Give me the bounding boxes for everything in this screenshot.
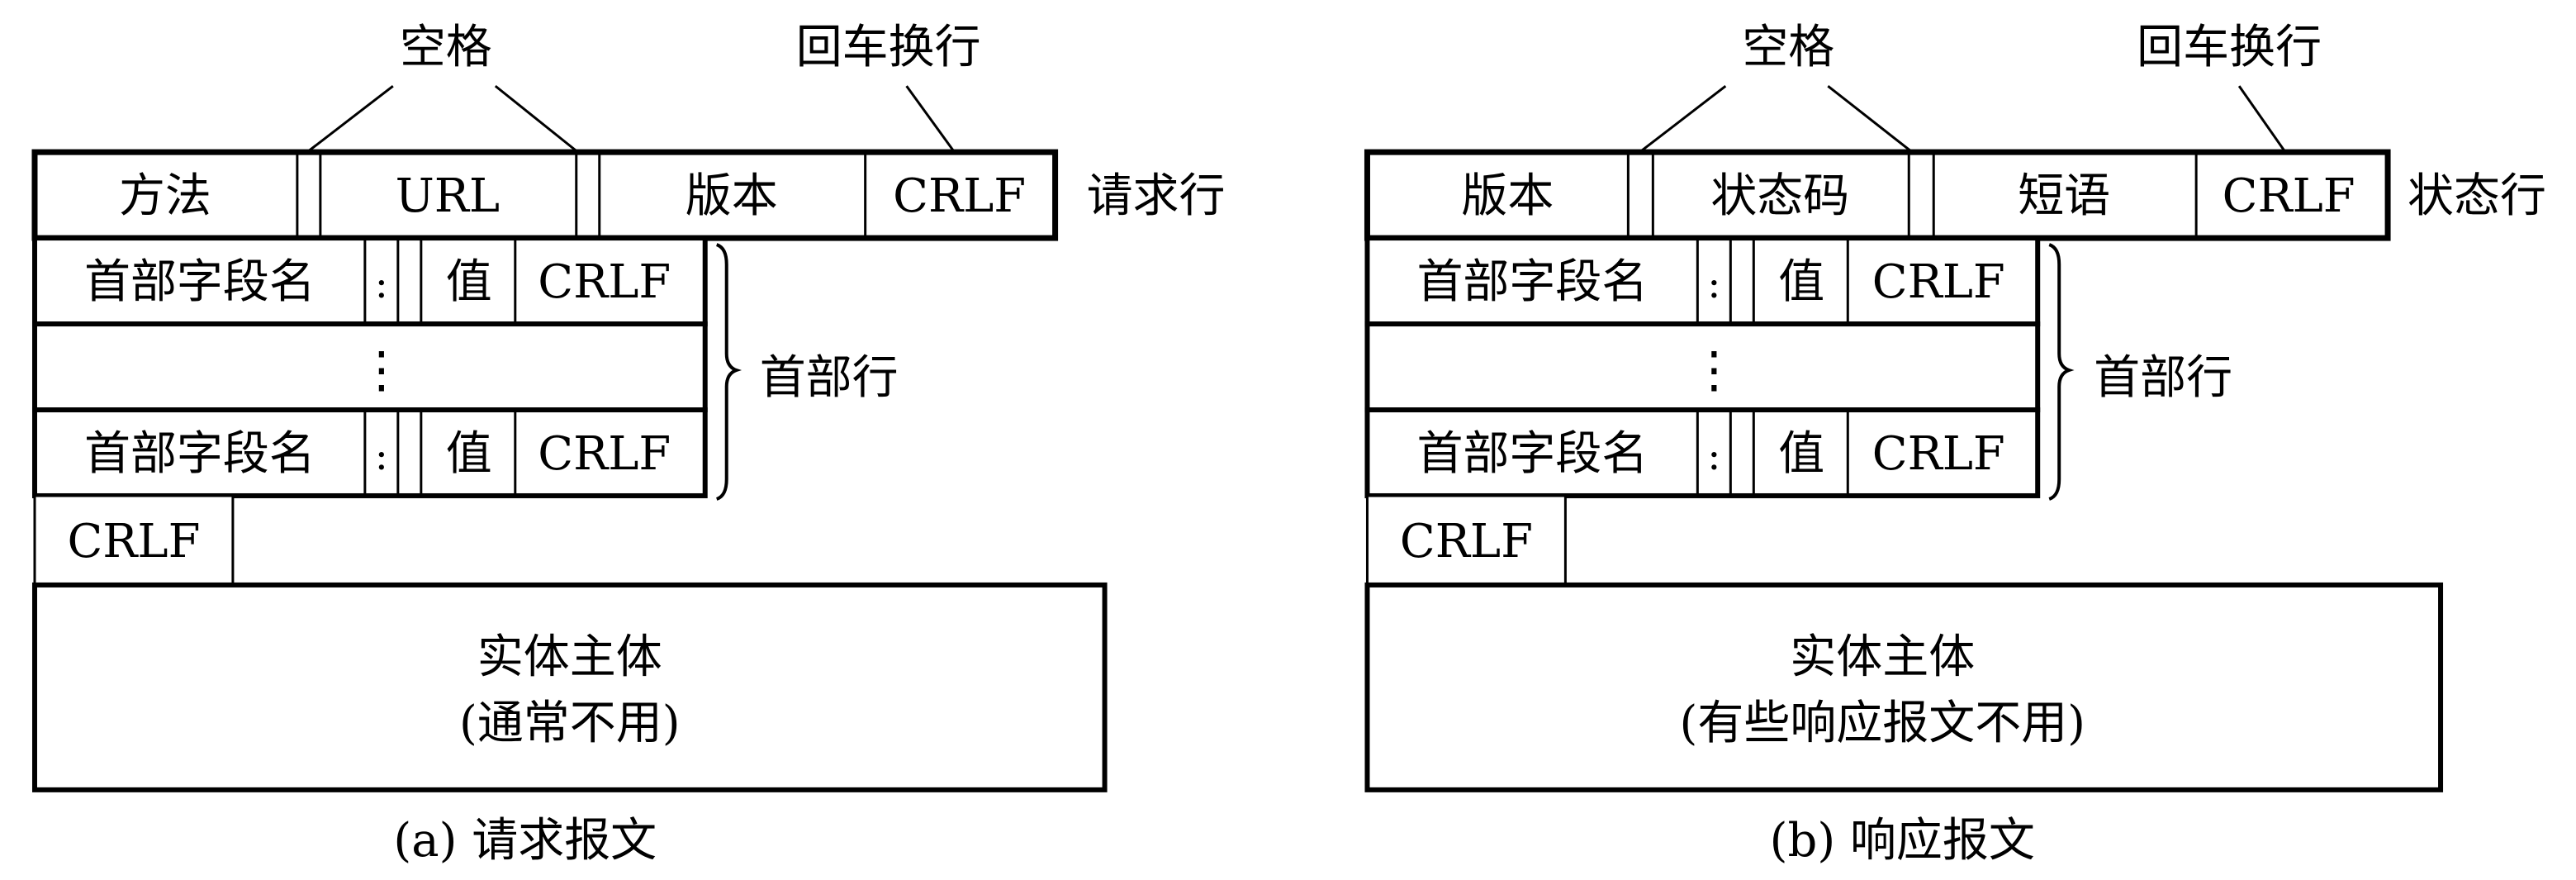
status-line-label: 状态行 <box>2408 169 2546 223</box>
header-row-ellipsis <box>1364 321 2041 413</box>
version-field: 版本 <box>686 169 778 223</box>
header-lines: 首部字段名 : 值 CRLF ⋮ 首部字段名 : 值 CRLF <box>1364 235 2041 498</box>
url-field: URL <box>396 169 500 223</box>
blank-line-crlf-box <box>1365 494 1567 587</box>
space-annotation: 空格 <box>400 21 492 74</box>
blank-line-crlf: CRLF <box>67 515 200 568</box>
header-crlf: CRLF <box>538 255 671 309</box>
header-crlf: CRLF <box>1872 255 2005 309</box>
entity-body-title: 实体主体 <box>477 630 662 684</box>
status-line: 版本 状态码 短语 CRLF <box>1364 149 2391 241</box>
colon: : <box>1707 261 1720 307</box>
header-value: 值 <box>1778 255 1824 309</box>
blank-line-crlf-box <box>33 494 235 587</box>
header-field-name: 首部字段名 <box>84 427 315 481</box>
ellipsis: ⋮ <box>1689 341 1739 399</box>
colon: : <box>375 261 388 307</box>
colon: : <box>375 433 388 479</box>
response-caption: (b) 响应报文 <box>1770 814 2035 868</box>
ellipsis: ⋮ <box>357 341 406 399</box>
entity-body-box <box>1364 582 2444 792</box>
space-pointer-2 <box>494 84 579 154</box>
header-field-name: 首部字段名 <box>1416 427 1648 481</box>
crlf-pointer <box>2237 85 2287 153</box>
header-row <box>1364 407 2041 498</box>
header-value: 值 <box>446 255 492 309</box>
header-lines-label: 首部行 <box>760 351 899 405</box>
space-pointer-1 <box>1639 84 1727 154</box>
request-line-box <box>31 149 1059 241</box>
colon: : <box>1707 433 1720 479</box>
entity-body-title: 实体主体 <box>1790 630 1975 684</box>
entity-body-note: (有些响应报文不用) <box>1680 697 2085 750</box>
brace-icon <box>715 243 742 501</box>
response-message: 空格 回车换行 版本 状态码 短语 CRLF 状态行 首部字段名 : 值 <box>1364 21 2546 868</box>
space-pointer-1 <box>306 84 394 154</box>
brace-icon <box>2048 243 2075 501</box>
space-pointer-2 <box>1827 84 1914 154</box>
header-value: 值 <box>1778 427 1824 481</box>
request-message: 空格 回车换行 方法 URL 版本 CRLF 请求行 首部字段名 : <box>31 21 1226 868</box>
header-lines-label: 首部行 <box>2094 351 2232 405</box>
header-lines: 首部字段名 : 值 CRLF ⋮ 首部字段名 : 值 CRLF <box>31 235 708 498</box>
header-value: 值 <box>446 427 492 481</box>
entity-body-box <box>31 582 1108 792</box>
header-row <box>31 407 708 498</box>
crlf-annotation: 回车换行 <box>2137 21 2322 74</box>
status-code-field: 状态码 <box>1710 169 1849 223</box>
blank-line-crlf: CRLF <box>1400 515 1533 568</box>
space-annotation: 空格 <box>1742 21 1834 74</box>
request-caption: (a) 请求报文 <box>393 814 657 868</box>
header-row <box>1364 235 2041 327</box>
crlf-annotation: 回车换行 <box>796 21 981 74</box>
phrase-field: 短语 <box>2018 169 2110 223</box>
request-line-label: 请求行 <box>1087 169 1226 223</box>
crlf-field: CRLF <box>2223 169 2355 223</box>
header-field-name: 首部字段名 <box>84 255 315 309</box>
crlf-field: CRLF <box>893 169 1026 223</box>
version-field: 版本 <box>1461 169 1554 223</box>
entity-body-note: (通常不用) <box>459 697 681 750</box>
header-crlf: CRLF <box>1872 427 2005 481</box>
header-crlf: CRLF <box>538 427 671 481</box>
header-field-name: 首部字段名 <box>1416 255 1648 309</box>
request-line: 方法 URL 版本 CRLF <box>31 149 1059 241</box>
method-field: 方法 <box>119 169 211 223</box>
crlf-pointer <box>905 85 956 153</box>
